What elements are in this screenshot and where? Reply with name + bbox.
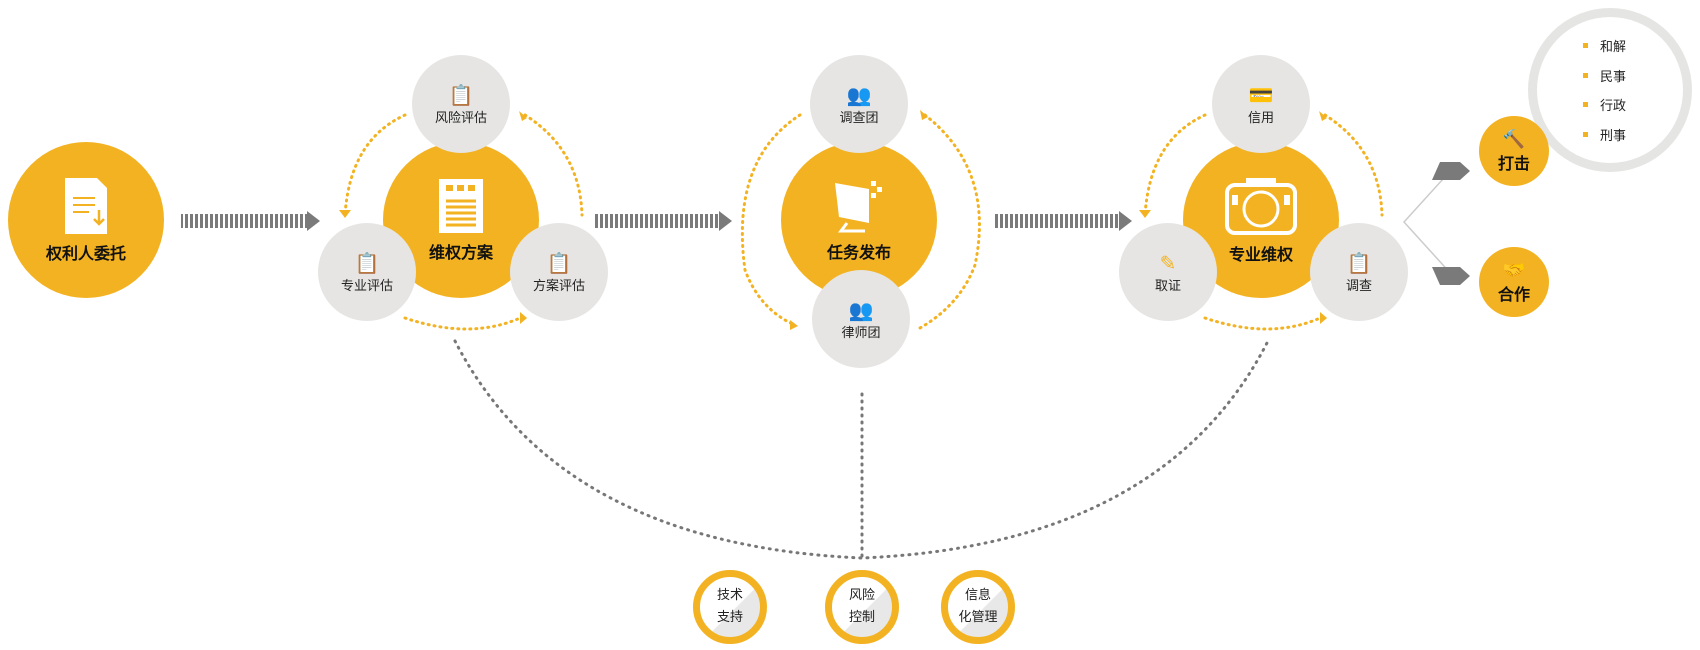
handshake-icon: 🤝 (1502, 259, 1526, 281)
strike-type-item: 刑事 (1583, 125, 1626, 144)
start-node: 权利人委托 (8, 142, 164, 298)
team-icon: 👥 (846, 82, 872, 107)
lawyer-team-node: 👥律师团 (812, 270, 910, 368)
arrow-cooperate (1432, 267, 1470, 285)
clipboard-icon: 📋 (546, 250, 572, 275)
strike-type-item: 行政 (1583, 95, 1626, 114)
plan-assessment-node: 📋方案评估 (510, 223, 608, 321)
support-curve (453, 339, 1270, 560)
team-icon: 👥 (848, 297, 874, 322)
strike-type-item: 和解 (1583, 36, 1626, 55)
cooperate-node: 🤝合作 (1479, 247, 1549, 317)
clipboard-icon: 📋 (1346, 250, 1372, 275)
flow-arrow (993, 211, 1132, 231)
strike-types-panel: 和解 民事 行政 刑事 (1528, 8, 1692, 172)
document-download-icon (65, 178, 107, 234)
professional-assessment-node: 📋专业评估 (318, 223, 416, 321)
gavel-icon: 🔨 (1502, 128, 1526, 150)
arrow-strike (1432, 162, 1470, 180)
support-tech: 技术支持 (693, 570, 767, 644)
strike-node: 🔨打击 (1479, 116, 1549, 186)
cycle-arcs (343, 113, 1384, 331)
investigation-node: 📋调查 (1310, 223, 1408, 321)
report-icon (439, 179, 483, 233)
support-risk: 风险控制 (825, 570, 899, 644)
credit-node: 💳信用 (1212, 55, 1310, 153)
flow-arrow (181, 211, 320, 231)
flow-arrow (593, 211, 732, 231)
monitor-icon (835, 181, 882, 233)
clipboard-icon: 📋 (448, 82, 474, 107)
strike-type-item: 民事 (1583, 66, 1626, 85)
investigation-team-node: 👥调查团 (810, 55, 908, 153)
evidence-node: ✎取证 (1119, 223, 1217, 321)
camera-icon (1225, 178, 1297, 235)
risk-assessment-node: 📋风险评估 (412, 55, 510, 153)
pencil-note-icon: ✎ (1159, 250, 1177, 275)
clipboard-icon: 📋 (354, 250, 380, 275)
support-info: 信息化管理 (941, 570, 1015, 644)
wallet-icon: 💳 (1248, 82, 1274, 107)
